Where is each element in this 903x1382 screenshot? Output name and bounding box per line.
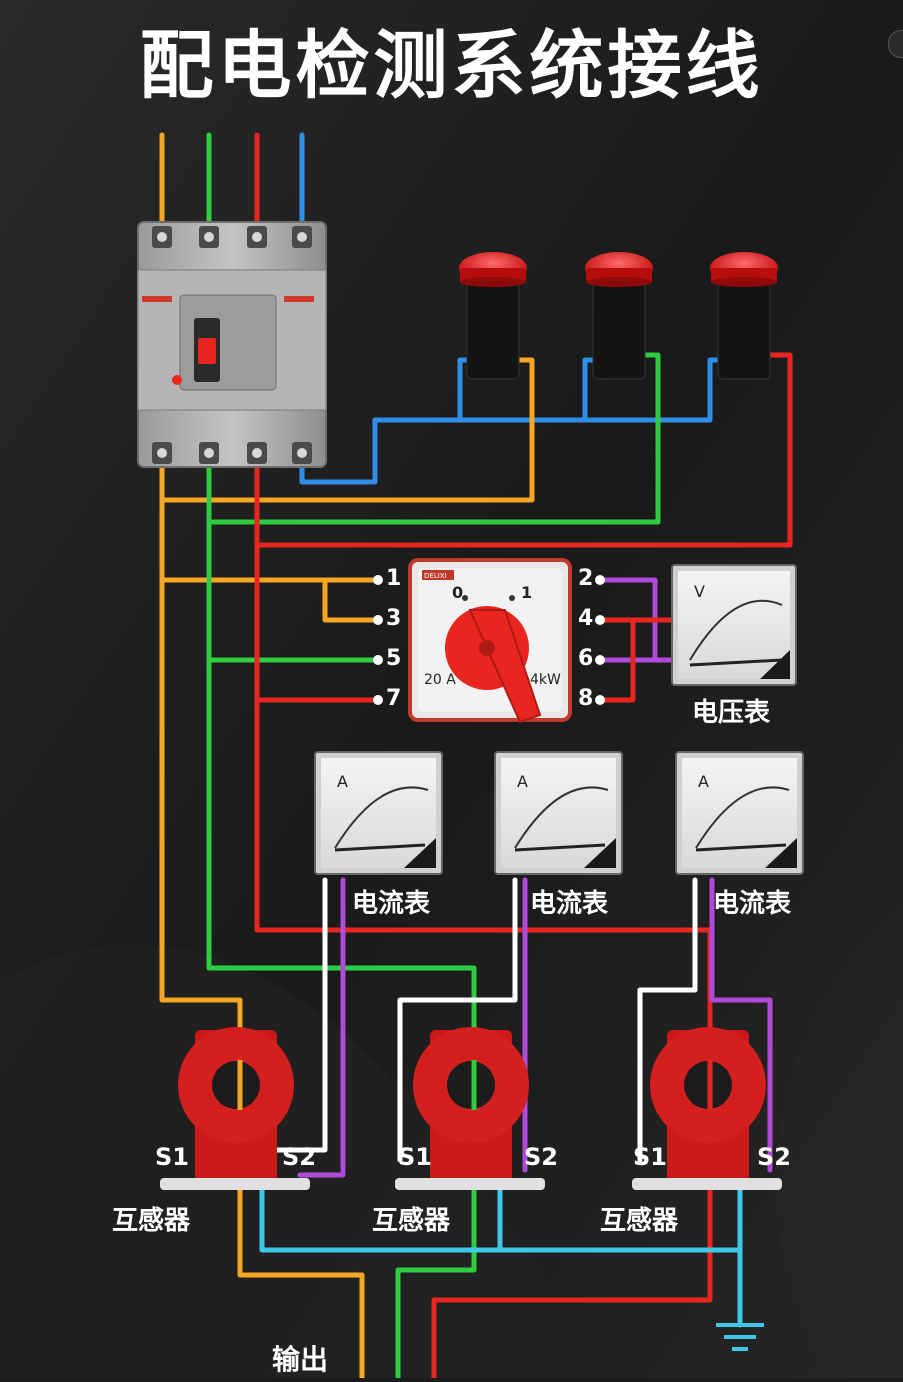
ct-3-s1: S1 <box>633 1143 667 1171</box>
selector-switch <box>408 558 572 724</box>
ammeter-2-unit: A <box>517 772 528 791</box>
terminal-2: 2 <box>578 566 594 591</box>
ammeter-2-label: 电流表 <box>530 889 609 919</box>
switch-pos1: 1 <box>521 583 532 602</box>
terminal-6: 6 <box>578 646 594 671</box>
ammeter-3-label: 电流表 <box>713 889 792 919</box>
terminal-1: 1 <box>386 566 402 591</box>
ct-1-s2: S2 <box>282 1143 316 1171</box>
ammeter-3-unit: A <box>698 772 709 791</box>
ct-3-label: 互感器 <box>600 1206 679 1236</box>
switch-rating-power: 4kW <box>530 672 561 688</box>
ammeter-1-label: 电流表 <box>352 889 431 919</box>
circuit-breaker <box>137 221 327 468</box>
switch-terminal-dots <box>373 575 605 705</box>
terminal-3: 3 <box>386 606 402 631</box>
switch-rating-current: 20 A <box>424 672 456 688</box>
output-label: 输出 <box>272 1343 329 1376</box>
ammeter-3 <box>675 751 804 875</box>
current-transformer-2 <box>395 1027 545 1190</box>
ct-2-s2: S2 <box>524 1143 558 1171</box>
indicator-lamp-1 <box>459 252 527 380</box>
terminal-7: 7 <box>386 686 402 711</box>
voltmeter-label: 电压表 <box>692 698 771 728</box>
voltmeter-unit: V <box>694 582 705 601</box>
indicator-lamp-2 <box>585 252 653 380</box>
ct-1-label: 互感器 <box>112 1206 191 1236</box>
ct-3-s2: S2 <box>757 1143 791 1171</box>
terminal-8: 8 <box>578 686 594 711</box>
terminal-4: 4 <box>578 606 594 631</box>
wires <box>159 132 793 1381</box>
terminal-5: 5 <box>386 646 402 671</box>
ground-icon <box>716 1323 764 1351</box>
ammeter-1-unit: A <box>337 772 348 791</box>
switch-pos0: 0 <box>452 583 463 602</box>
ammeter-2 <box>494 751 623 875</box>
page-title: 配电检测系统接线 <box>139 23 764 109</box>
ct-2-s1: S1 <box>398 1143 432 1171</box>
switch-brand: DELIXI <box>424 572 447 580</box>
current-transformer-1 <box>160 1027 310 1190</box>
current-transformer-3 <box>632 1027 782 1190</box>
ammeter-1 <box>314 751 443 875</box>
ct-1-s1: S1 <box>155 1143 189 1171</box>
indicator-lamp-3 <box>710 252 778 380</box>
voltmeter <box>671 564 797 686</box>
ct-2-label: 互感器 <box>372 1206 451 1236</box>
